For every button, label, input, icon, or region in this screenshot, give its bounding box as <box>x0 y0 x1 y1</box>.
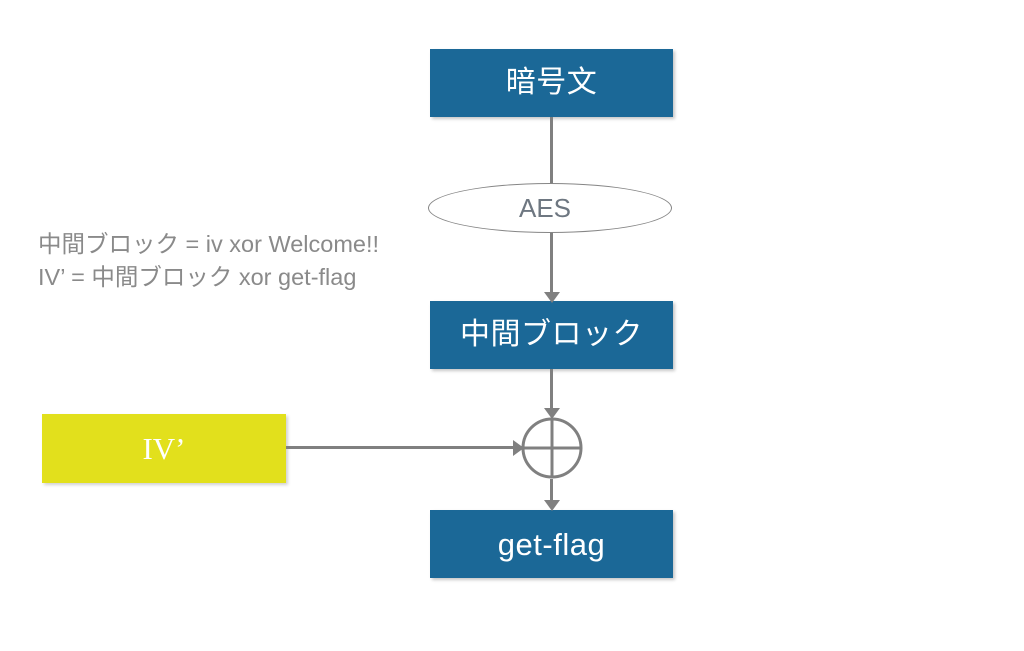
node-aes[interactable]: AES <box>428 183 672 233</box>
node-aes-label: AES <box>518 193 572 223</box>
annotation-line-1: 中間ブロック = iv xor Welcome!! <box>38 231 380 257</box>
aes-ellipse-shape <box>428 183 672 233</box>
arrowhead-right-icon <box>513 439 524 456</box>
arrowhead-down-icon <box>543 500 560 511</box>
node-get-flag-label: get-flag <box>497 526 606 562</box>
node-intermediate-block[interactable]: 中間ブロック <box>430 301 673 369</box>
node-ciphertext-label: 暗号文 <box>505 66 598 99</box>
connector-iv-prime-to-xor <box>286 446 524 449</box>
node-intermediate-block-label: 中間ブロック <box>460 318 643 351</box>
connector-ciphertext-to-aes <box>550 117 553 189</box>
arrowhead-down-icon <box>543 408 560 419</box>
connector-aes-to-intermediate <box>550 228 553 294</box>
node-xor-operator[interactable] <box>521 417 583 479</box>
connector-intermediate-to-xor <box>550 369 553 412</box>
node-iv-prime-label: IV’ <box>142 431 186 466</box>
annotation-formulas: 中間ブロック = iv xor Welcome!! IV’ = 中間ブロック x… <box>38 228 379 294</box>
connector-xor-to-get-flag <box>550 479 553 503</box>
annotation-line-2: IV’ = 中間ブロック xor get-flag <box>38 264 357 290</box>
node-iv-prime[interactable]: IV’ <box>42 414 286 483</box>
arrowhead-down-icon <box>543 292 560 303</box>
node-ciphertext[interactable]: 暗号文 <box>430 49 673 117</box>
node-get-flag[interactable]: get-flag <box>430 510 673 578</box>
xor-circle-plus-icon <box>521 417 583 479</box>
